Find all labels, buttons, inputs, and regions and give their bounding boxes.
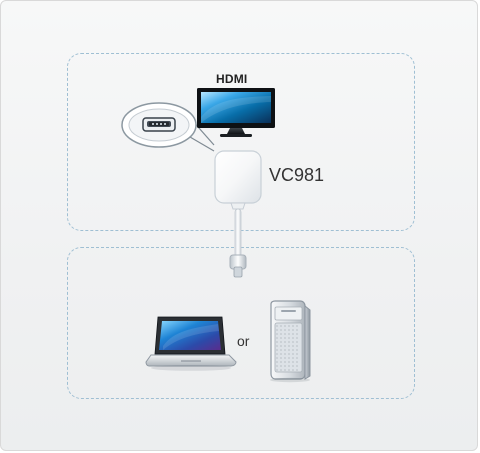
desktop-tower-icon <box>270 300 311 383</box>
or-label: or <box>237 333 250 349</box>
hdmi-monitor-icon <box>197 88 275 137</box>
hdmi-label: HDMI <box>216 72 248 86</box>
laptop-icon <box>145 316 237 371</box>
adapter-icon <box>214 150 262 278</box>
model-label: VC981 <box>269 165 325 185</box>
hdmi-port-zoom-icon <box>121 102 215 152</box>
